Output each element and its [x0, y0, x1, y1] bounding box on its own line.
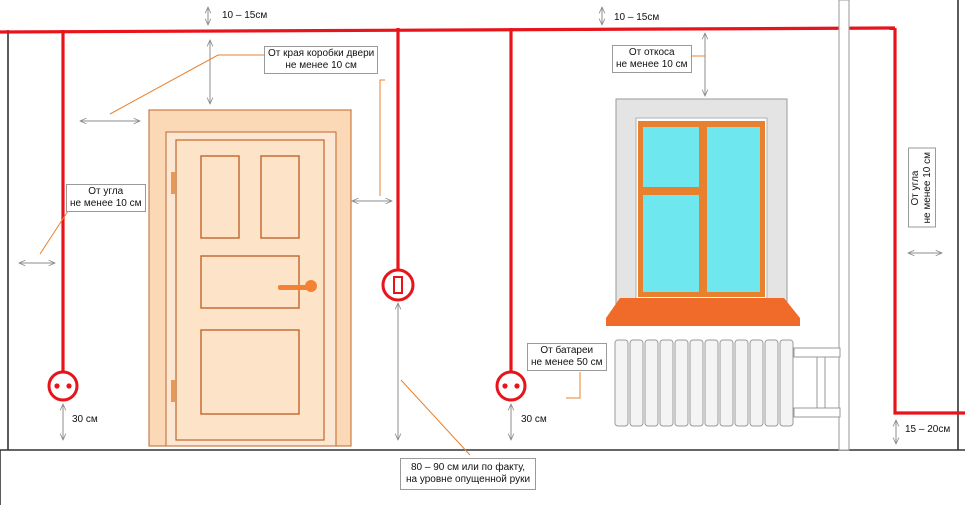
switch-height-label: 80 – 90 см или по факту,на уровне опущен… — [400, 458, 537, 490]
socket-right-height-label: 30 см — [519, 414, 549, 426]
floor-gap-label: 15 – 20см — [903, 424, 953, 436]
radiator-fin — [749, 339, 764, 427]
top-gap-left-label: 10 – 15см — [220, 10, 270, 22]
dimension-arrows — [19, 7, 942, 444]
socket-right — [495, 370, 527, 402]
door-handle — [278, 280, 317, 292]
door-inset-top-right — [260, 155, 300, 239]
window — [606, 98, 800, 326]
window-pane-top-left — [643, 127, 699, 187]
door-inset-top-left — [200, 155, 240, 239]
radiator-fin — [764, 339, 779, 427]
door-inset-bottom — [200, 329, 300, 415]
door — [147, 109, 353, 447]
radiator-fin — [704, 339, 719, 427]
top-gap-right-label: 10 – 15см — [612, 12, 662, 24]
wiring — [0, 26, 965, 415]
heating-pipes — [793, 0, 850, 451]
window-pane-right — [707, 127, 760, 292]
radiator-fin — [674, 339, 689, 427]
window-pane-bottom-left — [643, 195, 699, 292]
radiator-fin — [689, 339, 704, 427]
radiator-fin — [659, 339, 674, 427]
socket-left — [47, 370, 79, 402]
radiator-fin — [779, 339, 794, 427]
door-hinge-bottom — [171, 380, 175, 402]
radiator-fin — [614, 339, 629, 427]
radiator — [614, 339, 794, 427]
radiator-fin — [629, 339, 644, 427]
switch-icon — [381, 268, 415, 302]
leader-lines — [39, 54, 705, 456]
radiator-fin — [719, 339, 734, 427]
door-inset-middle — [200, 255, 300, 309]
radiator-fin — [644, 339, 659, 427]
socket-left-height-label: 30 см — [70, 414, 100, 426]
radiator-fin — [734, 339, 749, 427]
window-sill — [606, 298, 800, 318]
door-hinge-top — [171, 172, 175, 194]
